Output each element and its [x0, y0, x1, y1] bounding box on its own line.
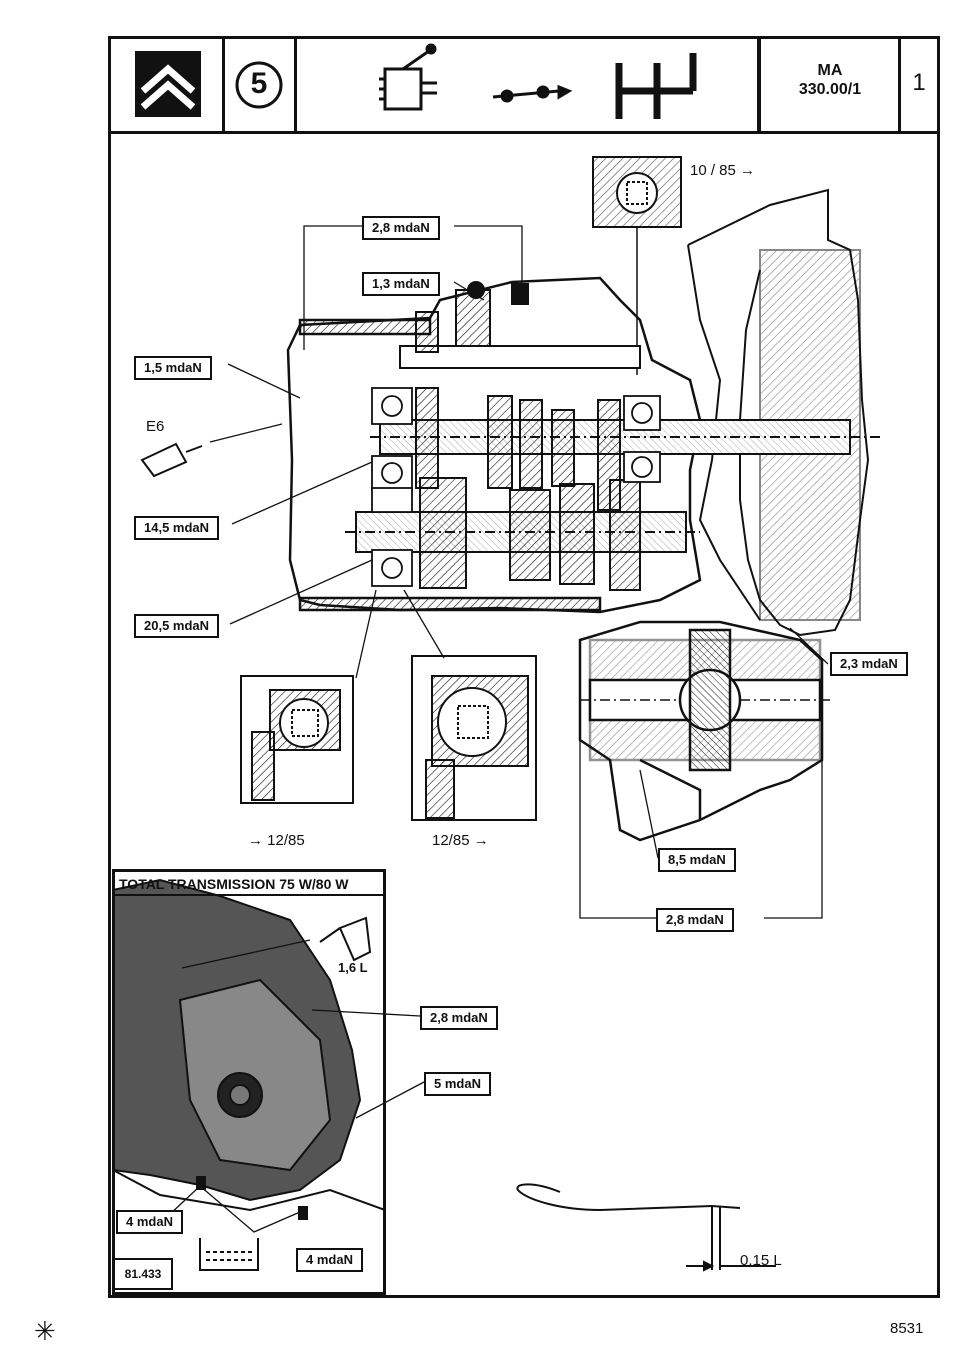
torque-label-photo-a: 2,8 mdaN: [420, 1006, 498, 1030]
arrow-right-icon: →: [473, 832, 489, 849]
driveshaft-icon: [492, 84, 573, 103]
torque-label-right: 2,3 mdaN: [830, 652, 908, 676]
brand-cell: [111, 39, 225, 131]
shift-rod: [399, 281, 641, 369]
lubricant-code: E6: [146, 418, 165, 435]
page-number: 1: [912, 69, 926, 96]
torque-label-top-2: 1,3 mdaN: [362, 272, 440, 296]
torque-label-top-1: 2,8 mdaN: [362, 216, 440, 240]
pictogram-strip: [379, 43, 697, 119]
leader-lines: [209, 225, 829, 919]
casing-bearings: [371, 387, 661, 587]
citroen-logo-icon: [135, 51, 201, 117]
torque-label-left-2: 14,5 mdaN: [134, 516, 220, 540]
lubrication-panel: [112, 869, 386, 1295]
clutch-housing: [687, 188, 870, 637]
left-bearing-detail: [240, 675, 354, 804]
date-left: → 12/85: [248, 832, 305, 849]
section-number: 5: [250, 67, 268, 100]
torque-label-drain-left: 4 mdaN: [116, 1210, 183, 1234]
arrow-right-icon: →: [248, 832, 263, 849]
section-cell: 5: [225, 39, 297, 131]
differential: [578, 620, 830, 842]
photo-leader-lines: [167, 939, 425, 1233]
asterisk-icon: ✳: [34, 1316, 56, 1346]
gearbox-casing: [286, 276, 702, 614]
date-right: 12/85 →: [432, 832, 489, 849]
date-top: 10 / 85 →: [690, 162, 756, 179]
page-frame: 5: [108, 36, 940, 1298]
footer-code: 8531: [890, 1320, 924, 1337]
manual-ref-line-1: MA: [817, 62, 843, 79]
dipstick-icon: [516, 1183, 776, 1272]
right-bearing-detail: [411, 655, 537, 821]
gear-set: [415, 387, 641, 591]
manual-reference: MA 330.00/1: [761, 61, 899, 99]
torque-label-drain-right: 4 mdaN: [296, 1248, 363, 1272]
reference-cell: [757, 39, 901, 131]
oil-can-icon: [319, 916, 372, 962]
gear-shift-pattern-icon: [615, 53, 697, 119]
photo-id: 81.433: [113, 1258, 173, 1290]
torque-label-left-3: 20,5 mdaN: [134, 614, 220, 638]
torque-label-bottom-2: 2,8 mdaN: [656, 908, 734, 932]
arrow-right-icon: →: [740, 162, 756, 179]
manual-ref-line-2: 330.00/1: [798, 81, 862, 98]
drain-pan-icon: [199, 1238, 259, 1271]
drain-plug-icons: [196, 1176, 308, 1220]
torque-label-bottom-1: 8,5 mdaN: [658, 848, 736, 872]
pictogram-cell: [297, 39, 761, 131]
section-circle-icon: [235, 61, 283, 109]
fill-volume: 1,6 L: [338, 960, 368, 975]
header-bar: 5: [111, 39, 937, 134]
torque-label-left-1: 1,5 mdaN: [134, 356, 212, 380]
dipstick-volume: 0,15 L: [740, 1252, 782, 1269]
gearbox-icon: [379, 43, 437, 111]
torque-label-photo-b: 5 mdaN: [424, 1072, 491, 1096]
top-bearing-detail: [592, 156, 682, 228]
